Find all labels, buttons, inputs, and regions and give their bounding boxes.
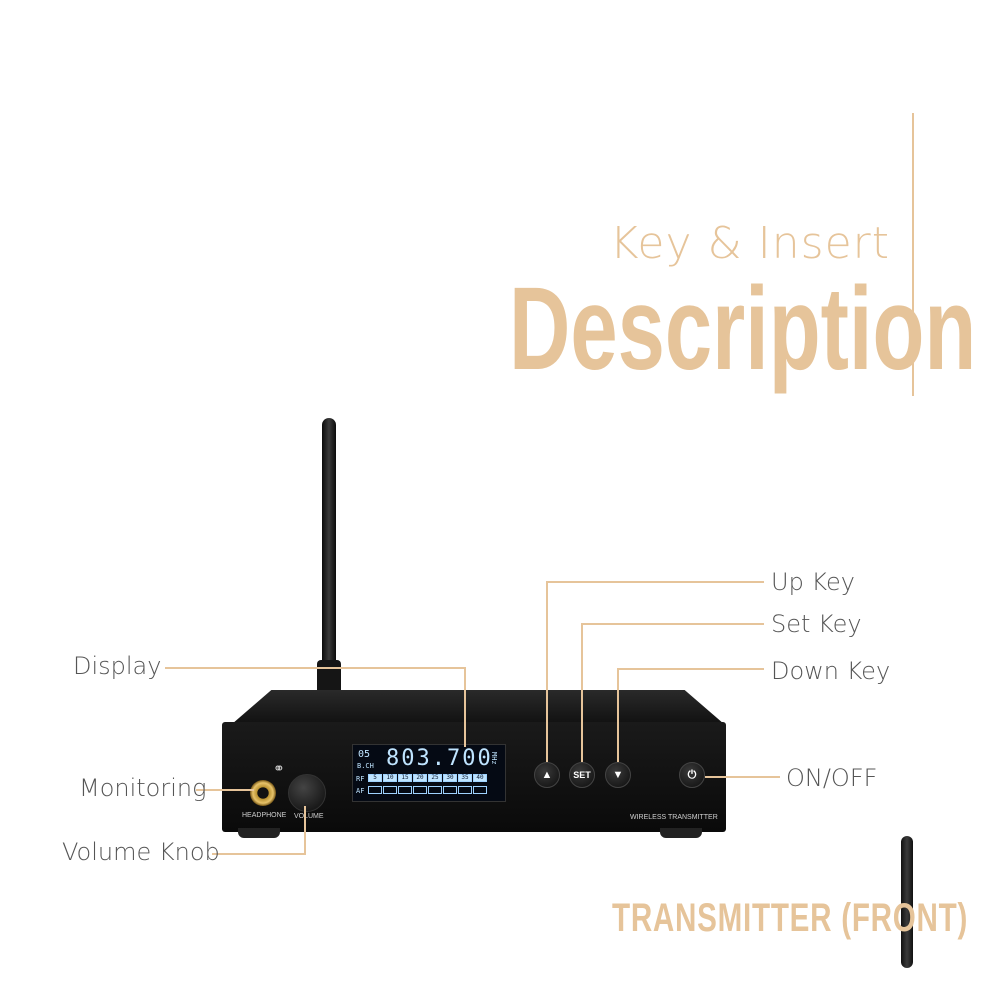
lcd-rf-tick: 25 [428,774,442,782]
up-key-callout-line [546,581,548,762]
monitoring-callout-line [196,789,254,791]
lcd-rf-tick: 15 [398,774,412,782]
down-key-callout-label: Down Key [771,657,891,685]
up-key-button[interactable]: ▲ [534,762,560,788]
title-divider [912,113,914,396]
lcd-rf-label: RF [356,775,365,783]
triangle-up-icon: ▲ [541,769,553,781]
brand-label: WIRELESS TRANSMITTER [630,814,718,821]
display-callout-line [464,667,466,747]
on-off-callout-label: ON/OFF [786,764,878,792]
lcd-af-bar [368,786,487,794]
triangle-down-icon: ▼ [612,769,624,781]
lcd-rf-tick: 40 [473,774,487,782]
display-callout-label: Display [73,652,162,680]
power-button[interactable]: ⏻ [679,762,705,788]
page-title: Description [508,263,977,395]
lcd-af-segment [458,786,472,794]
down-key-callout-line [617,668,764,670]
up-key-callout-label: Up Key [771,568,855,596]
lcd-af-segment [398,786,412,794]
volume-callout-line [212,853,306,855]
antenna-icon [901,836,913,968]
lcd-channel: 05 [358,749,371,760]
device-foot [238,828,280,838]
volume-label: VOLUME [294,813,324,820]
lcd-af-label: AF [356,787,365,795]
lcd-unit: MHz [490,752,498,765]
set-key-callout-line [581,623,764,625]
volume-callout-line [304,806,306,855]
lcd-af-segment [428,786,442,794]
device-foot [660,828,702,838]
lcd-rf-tick: 5 [368,774,382,782]
headphone-jack[interactable] [250,780,276,806]
lcd-rf-bar: 5 10 15 20 25 30 35 40 [368,774,487,782]
lcd-af-segment [473,786,487,794]
up-key-callout-line [546,581,764,583]
headphone-icon: ⚭ [273,760,285,776]
lcd-display [352,744,506,802]
down-key-button[interactable]: ▼ [605,762,631,788]
lcd-rf-tick: 35 [458,774,472,782]
device-top [232,690,724,724]
headphone-label: HEADPHONE [242,812,287,819]
lcd-rf-tick: 10 [383,774,397,782]
lcd-rf-tick: 30 [443,774,457,782]
on-off-callout-line [705,776,780,778]
lcd-af-segment [443,786,457,794]
set-key-button[interactable]: SET [569,762,595,788]
footer-label: TRANSMITTER (FRONT) [612,896,969,940]
lcd-af-segment [383,786,397,794]
volume-knob[interactable] [288,774,326,812]
lcd-rf-tick: 20 [413,774,427,782]
lcd-af-segment [368,786,382,794]
down-key-callout-line [617,668,619,762]
volume-knob-callout-label: Volume Knob [62,838,220,866]
set-key-callout-label: Set Key [771,610,862,638]
display-callout-line [165,667,465,669]
set-key-callout-line [581,623,583,762]
power-icon: ⏻ [687,768,697,781]
set-key-label: SET [573,770,591,780]
monitoring-callout-label: Monitoring [79,774,207,802]
lcd-frequency: 803.700 [386,746,493,771]
subtitle: Key & Insert [609,218,890,269]
lcd-channel-label: B.CH [357,762,374,770]
lcd-af-segment [413,786,427,794]
antenna [322,418,336,703]
